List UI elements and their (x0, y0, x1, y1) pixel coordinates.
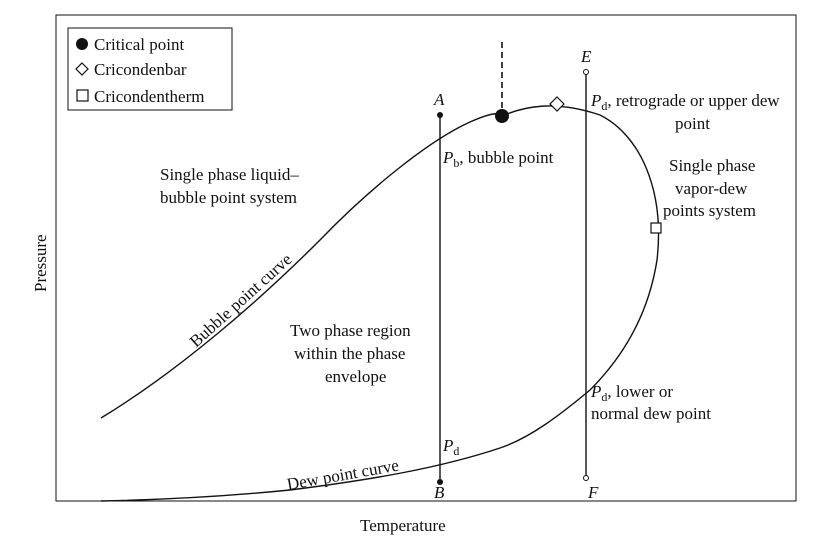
two-phase-label-line2: within the phase (294, 344, 405, 363)
legend-box (67, 27, 233, 111)
legend-critical-label: Critical point (94, 35, 184, 54)
two-phase-label-line1: Two phase region (290, 321, 411, 340)
critical-point-legend-icon (76, 38, 88, 50)
cricondentherm-marker (650, 222, 662, 234)
legend-cricondentherm-label: Cricondentherm (94, 87, 204, 106)
point-f-label: F (587, 483, 599, 502)
pd-retrograde-label-line2: point (675, 114, 710, 133)
pd-lower-label-line2: normal dew point (591, 404, 711, 423)
point-e-marker (583, 69, 589, 75)
dew-point-curve-label: Dew point curve (285, 456, 400, 494)
liquid-region-label-line2: bubble point system (160, 188, 297, 207)
point-b-label: B (434, 483, 445, 502)
cricondenbar-marker (549, 96, 565, 112)
cricondentherm-legend-icon (76, 89, 89, 102)
bubble-point-curve (100, 113, 503, 419)
point-a-marker (437, 112, 443, 118)
legend-cricondenbar-label: Cricondenbar (94, 60, 187, 79)
critical-point-marker (495, 109, 509, 123)
point-a-label: A (433, 90, 445, 109)
plot-frame (55, 14, 797, 502)
y-axis-label: Pressure (31, 234, 50, 292)
vapor-region-label-line2: vapor-dew (675, 179, 748, 198)
vapor-region-label-line3: points system (663, 201, 756, 220)
dew-point-curve-upper (100, 105, 660, 502)
pd-near-b-label: Pd (442, 436, 459, 458)
pb-bubble-point-label: Pb, bubble point (442, 148, 554, 170)
pd-retrograde-label-line1: Pd, retrograde or upper dew (590, 91, 780, 113)
point-b-marker (437, 479, 443, 485)
liquid-region-label-line1: Single phase liquid– (160, 165, 299, 184)
cricondenbar-legend-icon (75, 62, 89, 76)
two-phase-label-line3: envelope (325, 367, 386, 386)
x-axis-label: Temperature (360, 516, 446, 535)
point-e-label: E (580, 47, 592, 66)
bubble-point-curve-label: Bubble point curve (186, 250, 296, 351)
pd-lower-label-line1: Pd, lower or (590, 382, 673, 404)
vapor-region-label-line1: Single phase (669, 156, 755, 175)
point-f-marker (583, 475, 589, 481)
